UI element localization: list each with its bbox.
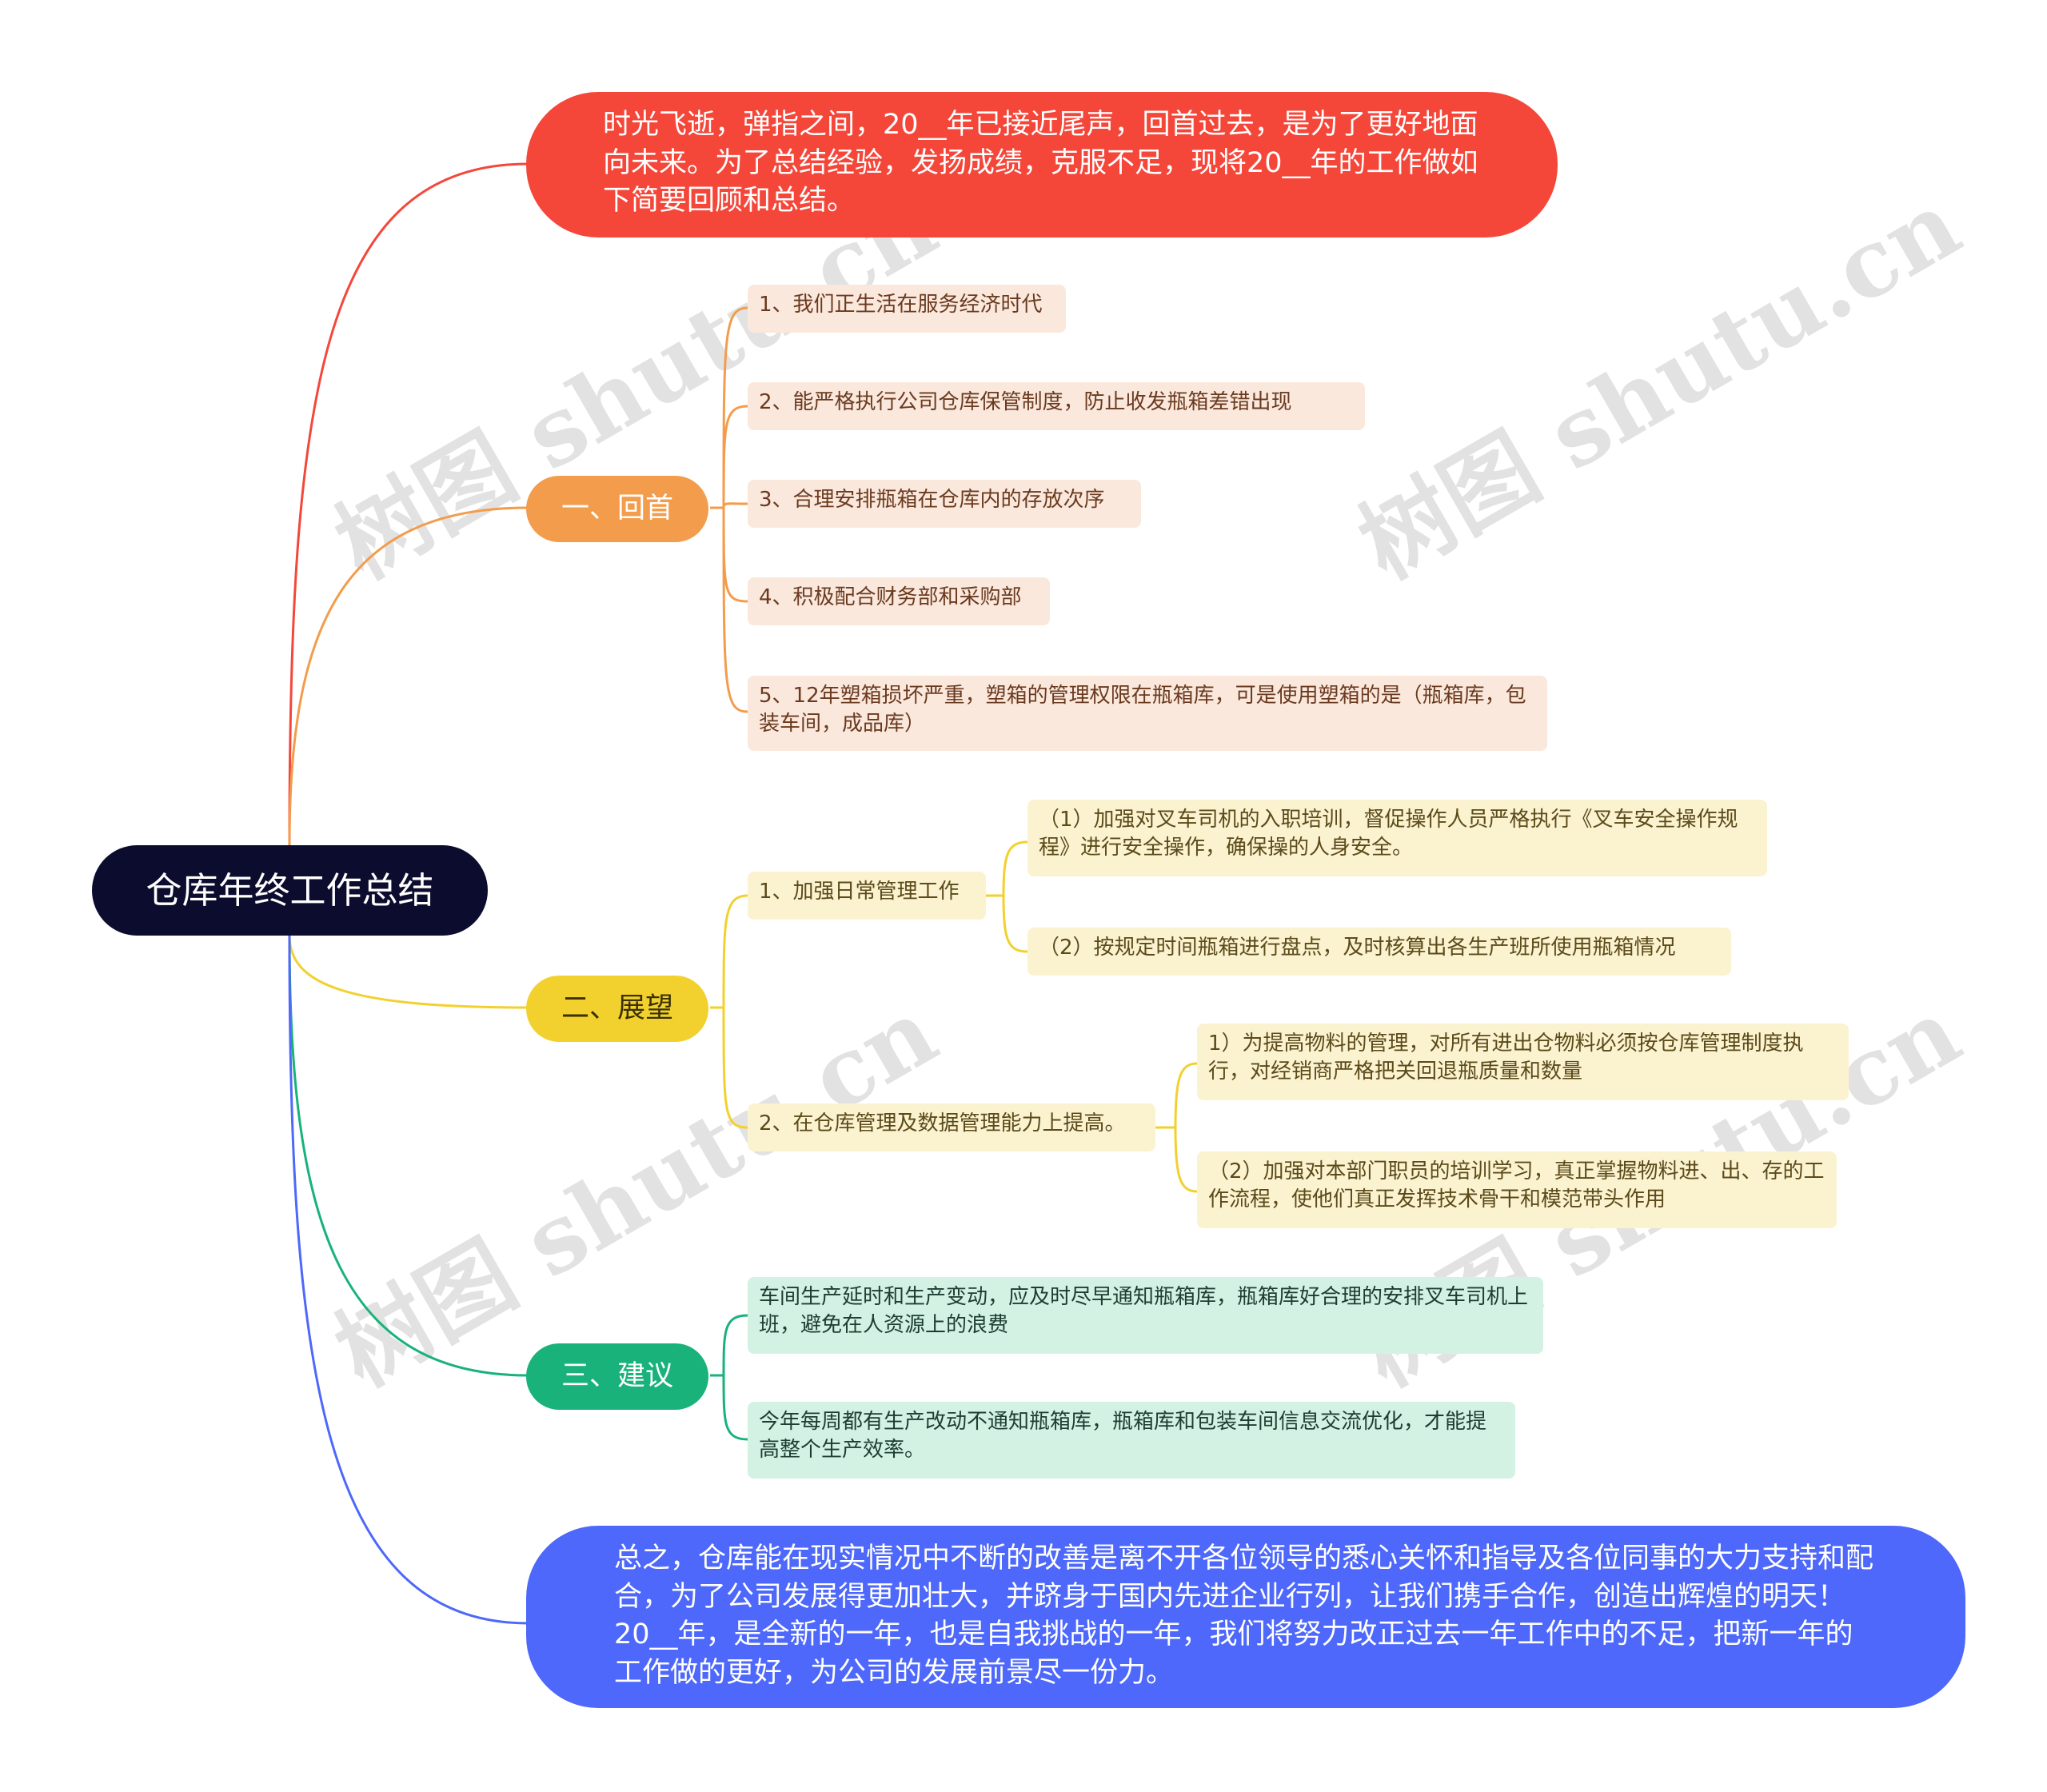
review-item[interactable]: 4、积极配合财务部和采购部 <box>748 577 1050 625</box>
root-topic[interactable]: 仓库年终工作总结 <box>92 845 488 936</box>
link-review <box>288 506 529 846</box>
link-advice <box>288 935 529 1377</box>
advice-item[interactable]: 今年每周都有生产改动不通知瓶箱库，瓶箱库和包装车间信息交流优化，才能提高整个生产… <box>748 1402 1515 1479</box>
branch-outlook[interactable]: 二、展望 <box>526 976 708 1042</box>
branch-advice[interactable]: 三、建议 <box>526 1343 708 1410</box>
link-intro <box>288 162 529 846</box>
link-conclusion <box>288 935 529 1625</box>
advice-item[interactable]: 车间生产延时和生产变动，应及时尽早通知瓶箱库，瓶箱库好合理的安排叉车司机上班，避… <box>748 1277 1543 1354</box>
outlook-item[interactable]: （2）按规定时间瓶箱进行盘点，及时核算出各生产班所使用瓶箱情况 <box>1027 928 1731 976</box>
outlook-group[interactable]: 2、在仓库管理及数据管理能力上提高。 <box>748 1104 1155 1151</box>
outlook-group[interactable]: 1、加强日常管理工作 <box>748 872 986 920</box>
review-item[interactable]: 5、12年塑箱损坏严重，塑箱的管理权限在瓶箱库，可是使用塑箱的是（瓶箱库，包装车… <box>748 676 1547 751</box>
outlook-item[interactable]: （2）加强对本部门职员的培训学习，真正掌握物料进、出、存的工作流程，使他们真正发… <box>1197 1151 1837 1228</box>
conclusion-node[interactable]: 总之，仓库能在现实情况中不断的改善是离不开各位领导的悉心关怀和指导及各位同事的大… <box>526 1526 1965 1708</box>
outlook-item[interactable]: （1）加强对叉车司机的入职培训，督促操作人员严格执行《叉车安全操作规程》进行安全… <box>1027 800 1767 876</box>
branch-review[interactable]: 一、回首 <box>526 476 708 542</box>
review-item[interactable]: 3、合理安排瓶箱在仓库内的存放次序 <box>748 480 1141 528</box>
outlook-item[interactable]: 1）为提高物料的管理，对所有进出仓物料必须按仓库管理制度执行，对经销商严格把关回… <box>1197 1024 1849 1100</box>
intro-node[interactable]: 时光飞逝，弹指之间，20__年已接近尾声，回首过去，是为了更好地面向未来。为了总… <box>526 92 1558 237</box>
review-item[interactable]: 1、我们正生活在服务经济时代 <box>748 285 1066 333</box>
review-item[interactable]: 2、能严格执行公司仓库保管制度，防止收发瓶箱差错出现 <box>748 382 1365 430</box>
link-outlook <box>288 935 529 1009</box>
